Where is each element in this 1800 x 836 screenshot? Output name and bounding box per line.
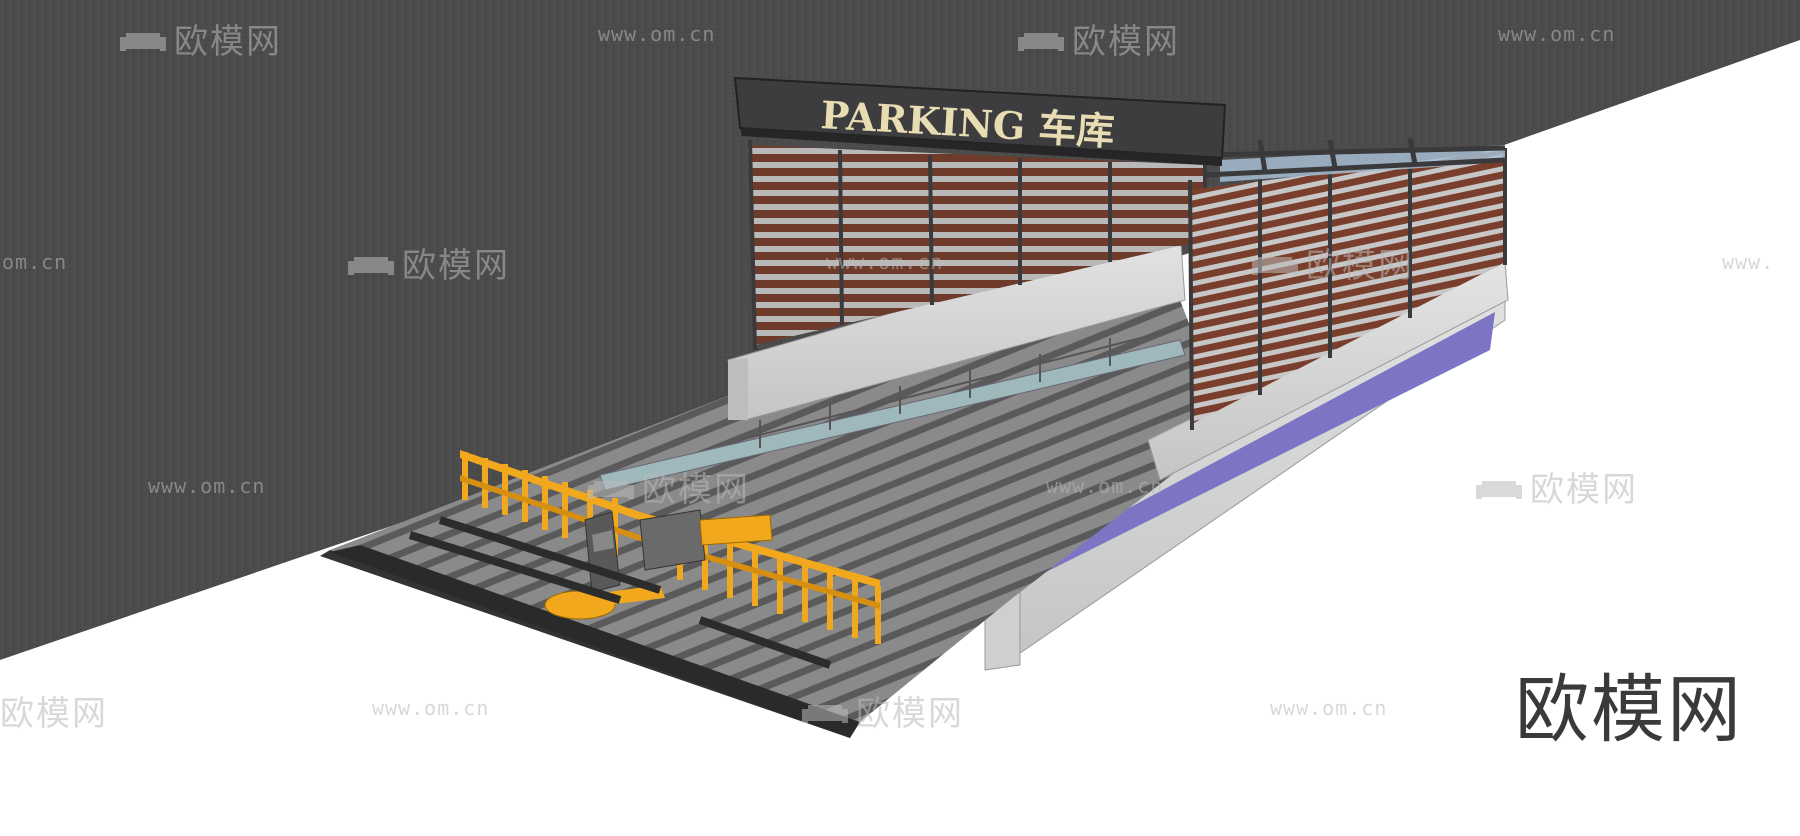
watermark-brand: 欧模网 bbox=[346, 238, 510, 287]
watermark-brand: 欧模网 bbox=[586, 462, 750, 511]
sofa-logo-icon bbox=[1476, 481, 1522, 499]
canopy-left-panel bbox=[748, 145, 1205, 345]
watermark-url: www.om.cn bbox=[148, 474, 266, 498]
watermark-url: www.om.cn bbox=[1046, 474, 1164, 498]
purple-band bbox=[1010, 312, 1495, 590]
ramp-bottom-edge bbox=[320, 550, 850, 738]
canopy-right-mullions bbox=[1188, 148, 1507, 431]
watermark-url: www.om.cn bbox=[372, 696, 490, 720]
watermark-brand: 欧模网 bbox=[0, 694, 108, 734]
watermark-url: www.om.cn bbox=[598, 22, 716, 46]
canopy-left-mullions bbox=[748, 139, 1207, 351]
left-parapet-front bbox=[728, 358, 748, 420]
watermark-url: www.om.cn bbox=[826, 250, 944, 274]
sofa-logo-icon bbox=[120, 33, 166, 51]
sign-board-shadow bbox=[740, 128, 1222, 166]
watermark-url: www.om.cn bbox=[1498, 22, 1616, 46]
black-kerb bbox=[330, 545, 860, 738]
sofa-logo-icon bbox=[588, 481, 634, 499]
watermark-brand: 欧模网 bbox=[1016, 14, 1180, 63]
brand-logo-text: 欧模网 bbox=[1515, 667, 1743, 753]
watermark-url-partial-right: www. bbox=[1722, 250, 1775, 274]
sofa-logo-icon bbox=[348, 257, 394, 275]
divider-railing bbox=[739, 327, 1181, 448]
sofa-logo-icon bbox=[802, 705, 848, 723]
sofa-logo-icon bbox=[1018, 33, 1064, 51]
watermark-brand: 欧模网 bbox=[1250, 238, 1414, 287]
watermark-brand: 欧模网 bbox=[1474, 462, 1638, 511]
barrier-control-box bbox=[639, 509, 773, 571]
lane-markings bbox=[408, 516, 832, 669]
watermark-brand: 欧模网 bbox=[800, 686, 964, 735]
roof-beams bbox=[1204, 137, 1506, 178]
watermark-brand: 欧模网 bbox=[118, 14, 282, 63]
watermark-url: www.om.cn bbox=[1270, 696, 1388, 720]
canopy-right-panel bbox=[1190, 150, 1505, 425]
watermark-url-partial: om.cn bbox=[2, 250, 68, 274]
sofa-logo-icon bbox=[1252, 257, 1298, 275]
